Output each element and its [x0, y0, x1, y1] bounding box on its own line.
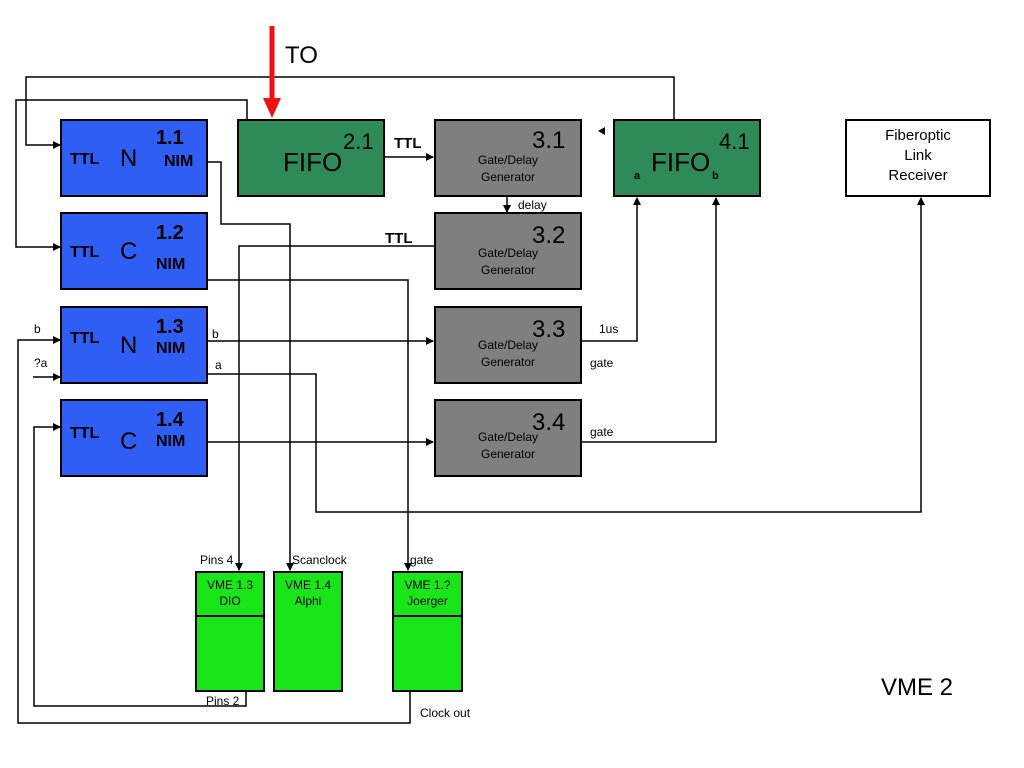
- gate-vme-label: gate: [410, 553, 434, 567]
- delay-signal-label: delay: [518, 198, 547, 212]
- wire-fifo41-to-nim11: [25, 76, 675, 149]
- to-label: TO: [285, 42, 318, 69]
- module-id: 4.1: [719, 129, 750, 154]
- mode-label: N: [120, 145, 138, 172]
- wire-joerger-to-nim13: [17, 339, 411, 724]
- wire-gate33-to-fifo41a: [581, 197, 641, 342]
- pins2-label: Pins 2: [206, 694, 240, 708]
- b-output-label: b: [212, 327, 219, 341]
- nim-label: NIM: [164, 153, 194, 170]
- gate-delay-generator-3-4[interactable]: 3.4 Gate/Delay Generator: [434, 399, 582, 477]
- gate-delay-generator-3-3[interactable]: 3.3 Gate/Delay Generator: [434, 306, 582, 384]
- scanclock-label: Scanclock: [292, 553, 347, 567]
- fifo-label: FIFO: [283, 147, 343, 177]
- module-id: 3.2: [532, 222, 566, 249]
- mode-label: C: [120, 428, 138, 455]
- mode-label: C: [120, 238, 138, 265]
- wire-nim11-to-alphi: [207, 161, 294, 571]
- generator-line2: Generator: [480, 170, 536, 184]
- ttl-signal-label: TTL: [394, 135, 422, 152]
- vme2-corner-label: VME 2: [881, 674, 954, 701]
- vme-line2: DIO: [219, 594, 241, 608]
- module-id: 2.1: [343, 129, 374, 154]
- nim-module-1-3[interactable]: TTL N 1.3 NIM: [60, 306, 208, 384]
- module-id: 1.3: [156, 316, 184, 338]
- to-red-arrow-icon: [263, 26, 281, 118]
- clock-out-label: Clock out: [420, 706, 471, 720]
- nim-label: NIM: [156, 340, 186, 357]
- fiberoptic-line2: Link: [904, 147, 932, 164]
- fiberoptic-line3: Receiver: [888, 167, 948, 184]
- generator-line2: Generator: [480, 263, 536, 277]
- fiberoptic-line1: Fiberoptic: [885, 127, 951, 144]
- ttl-label: TTL: [70, 425, 100, 442]
- nim-label: NIM: [156, 433, 186, 450]
- wire-nim12-to-joerger: [207, 279, 412, 571]
- fiberoptic-link-receiver[interactable]: Fiberoptic Link Receiver: [845, 119, 991, 197]
- vme-module-alphi[interactable]: VME 1.4 Alphi: [273, 571, 343, 692]
- generator-line1: Gate/Delay: [477, 153, 539, 167]
- module-id: 3.3: [532, 316, 566, 343]
- vme-module-header: VME 1.3 DIO: [197, 573, 263, 617]
- wire-fifo21-to-nim12: [15, 99, 248, 251]
- mode-label: N: [120, 332, 138, 359]
- fifo-4-1[interactable]: FIFO 4.1 a b: [613, 119, 761, 197]
- wire-dio-to-nim14: [33, 423, 247, 707]
- a-output-label: a: [215, 358, 222, 372]
- vme-line1: VME 1.4: [284, 578, 332, 592]
- input-a-label: a: [634, 170, 641, 182]
- input-b-label: b: [712, 170, 719, 182]
- nim-module-1-1[interactable]: TTL N 1.1 NIM: [60, 119, 208, 197]
- vme-module-joerger[interactable]: VME 1.? Joerger: [392, 571, 463, 692]
- wire-nim13-to-fiberoptic: [207, 197, 925, 513]
- gate-delay-generator-3-1[interactable]: 3.1 Gate/Delay Generator: [434, 119, 582, 197]
- module-id: 1.2: [156, 222, 184, 244]
- wire-gate32-to-dio: [235, 245, 435, 571]
- module-id: 1.1: [156, 127, 184, 149]
- generator-line2: Generator: [480, 447, 536, 461]
- pins4-label: Pins 4: [200, 553, 234, 567]
- vme-module-header: VME 1.? Joerger: [394, 573, 461, 617]
- b-input-label: b: [34, 322, 41, 336]
- small-left-arrow-icon: [598, 127, 605, 135]
- nim-module-1-2[interactable]: TTL C 1.2 NIM: [60, 212, 208, 290]
- fifo-label: FIFO: [651, 147, 711, 177]
- vme-line1: VME 1.3: [206, 578, 254, 592]
- nim-label: NIM: [156, 256, 186, 273]
- nim-module-1-4[interactable]: TTL C 1.4 NIM: [60, 399, 208, 477]
- vme-module-dio[interactable]: VME 1.3 DIO: [195, 571, 265, 692]
- a-input-label: ?a: [34, 356, 48, 370]
- fifo-2-1[interactable]: FIFO 2.1: [237, 119, 385, 197]
- vme-line2: Joerger: [407, 594, 448, 608]
- one-us-label: 1us: [599, 322, 619, 336]
- ttl-label: TTL: [70, 330, 100, 347]
- gate-label-33: gate: [590, 356, 614, 370]
- ttl-signal-label-32: TTL: [385, 230, 413, 247]
- generator-line1: Gate/Delay: [477, 430, 539, 444]
- vme-line2: Alphi: [294, 594, 322, 608]
- module-id: 3.1: [532, 127, 566, 154]
- ttl-label: TTL: [70, 244, 100, 261]
- generator-line1: Gate/Delay: [477, 246, 539, 260]
- ttl-label: TTL: [70, 151, 100, 168]
- wire-gate34-to-fifo41b: [581, 197, 720, 443]
- generator-line2: Generator: [480, 355, 536, 369]
- module-id: 1.4: [156, 409, 184, 431]
- gate-label-34: gate: [590, 425, 614, 439]
- gate-delay-generator-3-2[interactable]: 3.2 Gate/Delay Generator: [434, 212, 582, 290]
- generator-line1: Gate/Delay: [477, 338, 539, 352]
- module-id: 3.4: [532, 409, 566, 436]
- vme-line1: VME 1.?: [404, 578, 451, 592]
